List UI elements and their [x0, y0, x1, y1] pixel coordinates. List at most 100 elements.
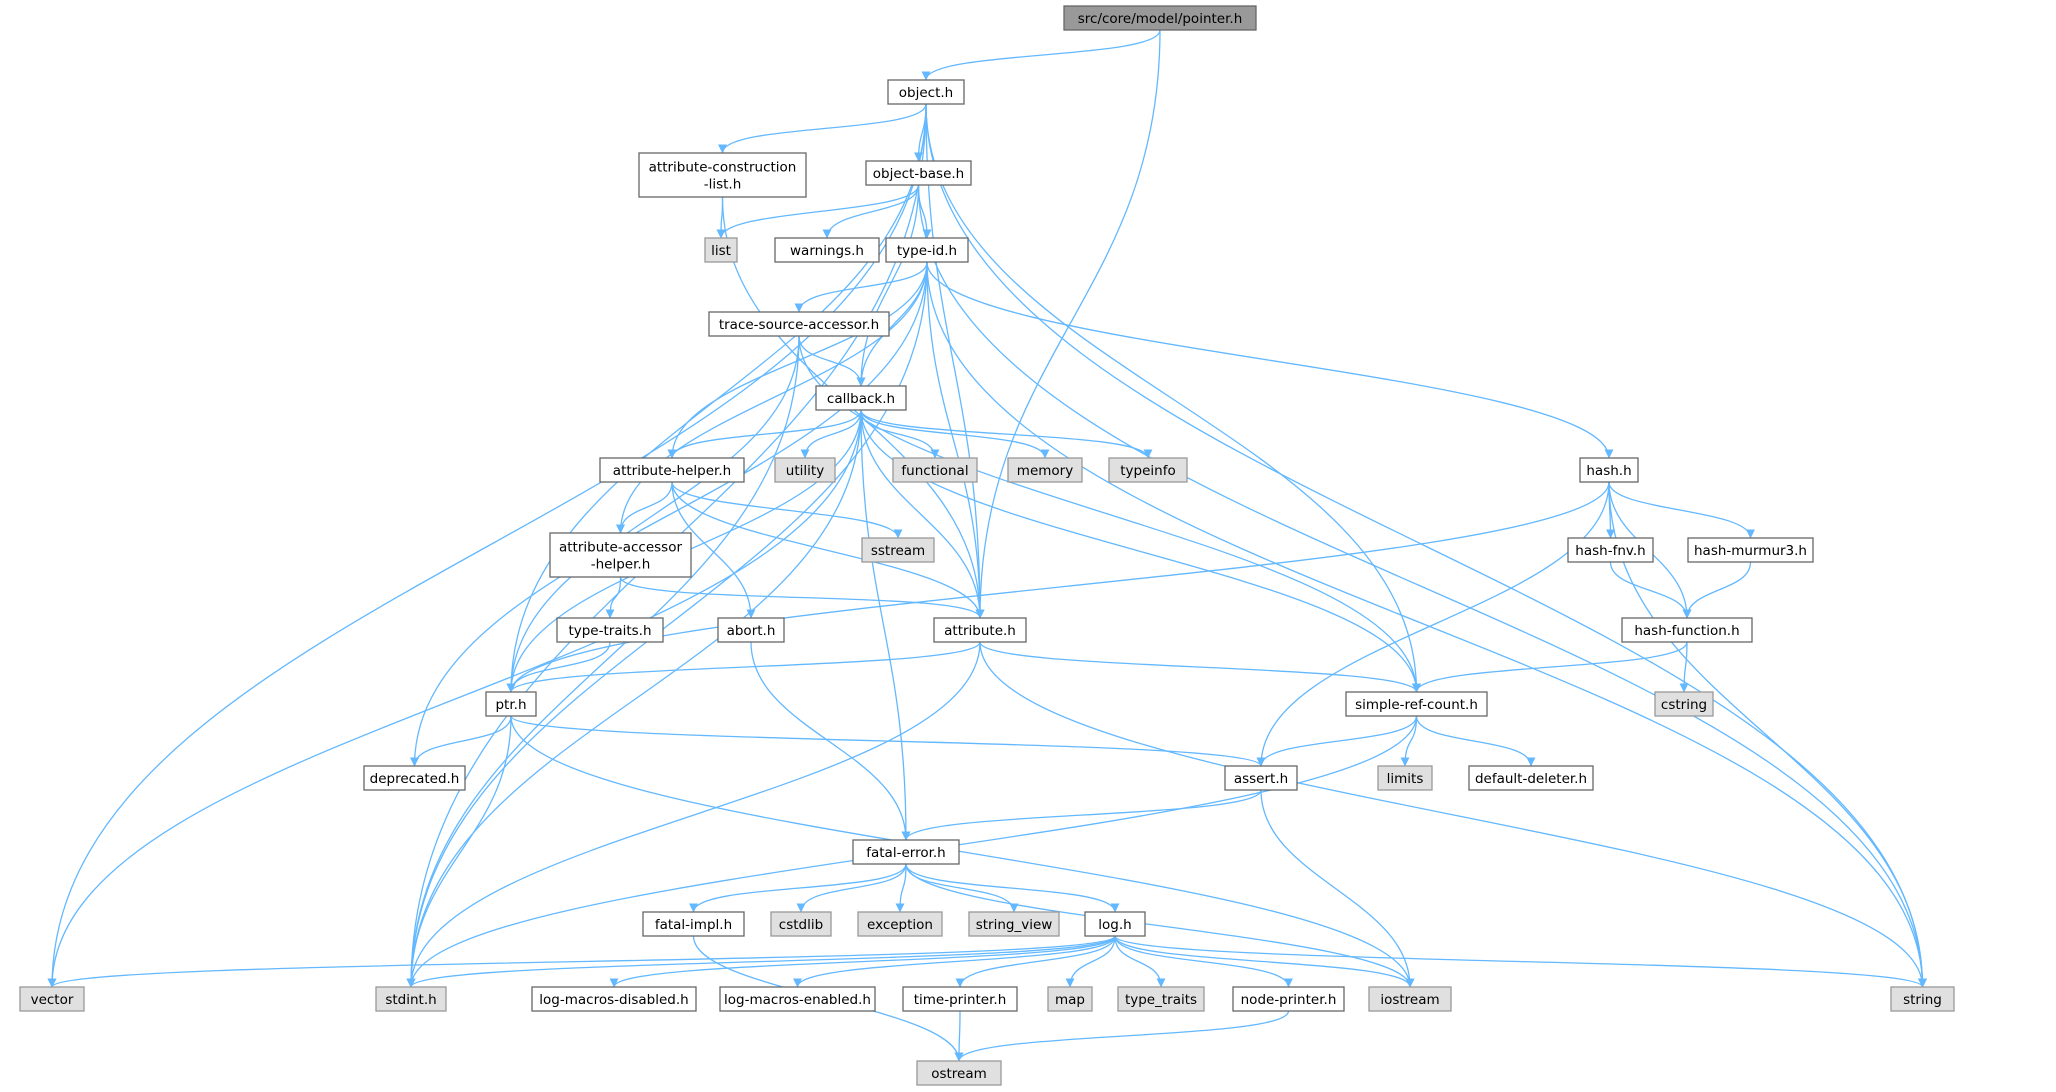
node-box — [933, 617, 1027, 643]
node-default-deleter-h[interactable]: default-deleter.h — [1468, 765, 1594, 791]
node-string[interactable]: string — [1890, 986, 1955, 1012]
edge-callback-to-stdint — [406, 409, 862, 988]
node-cstdlib[interactable]: cstdlib — [770, 911, 832, 937]
node-attribute-construction-list-h[interactable]: attribute-construction-list.h — [638, 152, 807, 198]
node-label: hash-function.h — [1634, 623, 1739, 639]
node-type-traits-h[interactable]: type-traits.h — [556, 617, 664, 643]
edge-tsa-to-stdint — [406, 335, 800, 988]
node-hash-h[interactable]: hash.h — [1579, 457, 1639, 483]
edge-fatal-to-log — [905, 863, 1120, 913]
node-log-macros-enabled-h[interactable]: log-macros-enabled.h — [719, 986, 876, 1012]
edge-typeid-to-hash — [926, 261, 1614, 459]
node-box — [968, 911, 1060, 937]
node-log-macros-disabled-h[interactable]: log-macros-disabled.h — [531, 986, 697, 1012]
node-iostream[interactable]: iostream — [1368, 986, 1452, 1012]
node-map[interactable]: map — [1047, 986, 1093, 1012]
node-label: limits — [1387, 771, 1424, 787]
node-limits[interactable]: limits — [1377, 765, 1433, 791]
node-node-printer-h[interactable]: node-printer.h — [1232, 986, 1345, 1012]
edge-object-to-string — [925, 103, 1927, 988]
edge-hash-to-ptr — [506, 481, 1610, 693]
node-vector[interactable]: vector — [19, 986, 85, 1012]
node-attribute-h[interactable]: attribute.h — [933, 617, 1027, 643]
node-exception[interactable]: exception — [857, 911, 943, 937]
node-string-view[interactable]: string_view — [968, 911, 1060, 937]
node-sstream[interactable]: sstream — [861, 537, 935, 563]
edge-attribute-to-string — [979, 641, 1927, 988]
node-box — [916, 1060, 1002, 1086]
edge-typeid-to-attribute — [926, 261, 985, 619]
edge-fatal-to-cstdlib — [796, 863, 907, 913]
node-stdint-h[interactable]: stdint.h — [375, 986, 447, 1012]
node-label: src/core/model/pointer.h — [1078, 11, 1243, 27]
node-box — [1047, 986, 1093, 1012]
edge-hashfnv-to-hashfunc — [1609, 561, 1692, 619]
node-type-id-h[interactable]: type-id.h — [885, 237, 969, 263]
header-nodes: src/core/model/pointer.h object.h attribut… — [19, 5, 1955, 1086]
node-box — [485, 691, 537, 717]
node-object-h[interactable]: object.h — [887, 79, 965, 105]
node-attribute-accessor-helper-h[interactable]: attribute-accessor-helper.h — [549, 532, 692, 578]
node-ostream[interactable]: ostream — [916, 1060, 1002, 1086]
node-callback-h[interactable]: callback.h — [815, 385, 907, 411]
edge-callback-to-typeinfo — [860, 409, 1153, 459]
edge-ptr-to-assert — [510, 715, 1266, 767]
node-abort-h[interactable]: abort.h — [717, 617, 785, 643]
node-time-printer-h[interactable]: time-printer.h — [902, 986, 1018, 1012]
edge-log-to-lmd — [609, 935, 1116, 988]
node-deprecated-h[interactable]: deprecated.h — [363, 765, 466, 791]
node-hash-function-h[interactable]: hash-function.h — [1621, 617, 1753, 643]
edge-objbase-to-warnings — [822, 184, 920, 239]
edge-callback-to-attrhelper — [667, 409, 862, 459]
node-memory[interactable]: memory — [1007, 457, 1083, 483]
node-simple-ref-count-h[interactable]: simple-ref-count.h — [1345, 691, 1488, 717]
edge-src-to-limits — [1400, 715, 1418, 767]
node-fatal-impl-h[interactable]: fatal-impl.h — [642, 911, 745, 937]
edge-attrhelper-to-aah — [616, 481, 673, 534]
edge-pointer-to-object — [921, 29, 1161, 81]
edge-fatal-to-exception — [895, 863, 907, 913]
node-box — [642, 911, 745, 937]
edge-tsa-to-callback — [798, 335, 866, 387]
edge-object-to-src — [925, 103, 1421, 693]
node-label: ostream — [931, 1066, 987, 1082]
node-warnings-h[interactable]: warnings.h — [774, 237, 880, 263]
node-label: functional — [901, 463, 968, 479]
node-log-h[interactable]: log.h — [1084, 911, 1146, 937]
edge-typeid-to-aah — [616, 261, 928, 534]
edge-hash-to-string — [1608, 481, 1927, 988]
edge-attribute-to-stdint — [406, 641, 981, 988]
node-ptr-h[interactable]: ptr.h — [485, 691, 537, 717]
node-object-base-h[interactable]: object-base.h — [865, 160, 972, 186]
edge-log-to-nodeprinter — [1114, 935, 1293, 988]
node-assert-h[interactable]: assert.h — [1224, 765, 1298, 791]
node-functional[interactable]: functional — [892, 457, 978, 483]
node-label: simple-ref-count.h — [1355, 697, 1478, 713]
node-typeinfo[interactable]: typeinfo — [1108, 457, 1188, 483]
node-box — [717, 617, 785, 643]
node-trace-source-accessor-h[interactable]: trace-source-accessor.h — [708, 311, 890, 337]
node-hash-fnv-h[interactable]: hash-fnv.h — [1567, 537, 1654, 563]
node-utility[interactable]: utility — [774, 457, 836, 483]
edge-callback-to-utility — [800, 409, 862, 459]
node-attribute-helper-h[interactable]: attribute-helper.h — [599, 457, 745, 483]
node-hash-murmur3-h[interactable]: hash-murmur3.h — [1687, 537, 1814, 563]
node-src-core-model-pointer-h[interactable]: src/core/model/pointer.h — [1063, 5, 1257, 31]
node-fatal-error-h[interactable]: fatal-error.h — [852, 839, 960, 865]
node-box — [719, 986, 876, 1012]
node-type-traits[interactable]: type_traits — [1117, 986, 1205, 1012]
node-box — [1654, 691, 1714, 717]
edge-log-to-type_traits — [1114, 935, 1166, 988]
node-label: attribute.h — [944, 623, 1016, 639]
node-label: callback.h — [827, 391, 895, 407]
edge-log-to-lme — [793, 935, 1116, 988]
node-label: -helper.h — [591, 557, 651, 573]
node-box — [599, 457, 745, 483]
node-box — [861, 537, 935, 563]
node-cstring[interactable]: cstring — [1654, 691, 1714, 717]
node-box — [531, 986, 697, 1012]
node-list[interactable]: list — [704, 237, 738, 263]
edge-typeid-to-tsa — [794, 261, 928, 313]
edge-pointer-to-attribute — [975, 29, 1161, 619]
edge-callback-to-memory — [860, 409, 1050, 459]
